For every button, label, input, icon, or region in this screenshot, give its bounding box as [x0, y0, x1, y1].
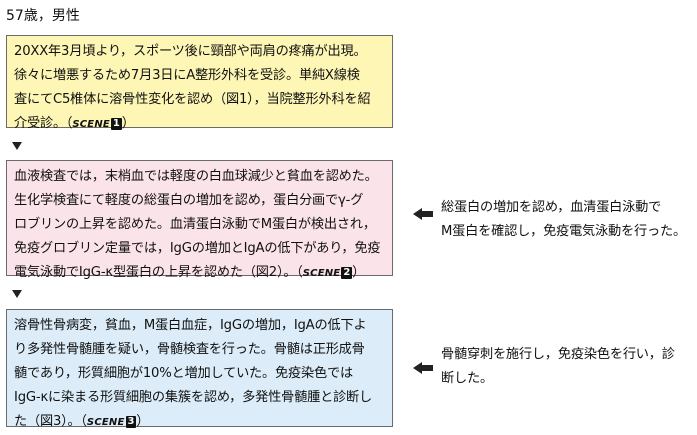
side-note-1: 総蛋白の増加を認め，血清蛋白泳動で M蛋白を確認し，免疫電気泳動を行った。 [441, 196, 693, 244]
box-line: 徐々に増悪するため7月3日にA整形外科を受診。単純X線検 [14, 68, 360, 83]
box-line: 20XX年3月頃より，スポーツ後に頸部や両肩の疼痛が出現。 [14, 44, 367, 59]
box-line-text: 電気泳動でIgG-κ型蛋白の上昇を認めた（図2）。（ [14, 265, 303, 280]
left-arrow-icon [413, 362, 433, 374]
note-line: 総蛋白の増加を認め，血清蛋白泳動で [441, 200, 662, 215]
case-box-3: 溶骨性骨病変，貧血，M蛋白血症，IgGの増加，IgAの低下よ り多発性骨髄腫を疑… [6, 309, 393, 429]
box-line: IgG-κに染まる形質細胞の集簇を認め，多発性骨髄腫と診断し [14, 390, 373, 405]
scene-label: SCENE [86, 417, 125, 428]
note-line: 断した。 [441, 371, 493, 386]
box-line: 溶骨性骨病変，貧血，M蛋白血症，IgGの増加，IgAの低下よ [14, 318, 367, 333]
scene-label: SCENE [302, 268, 341, 279]
box-line: 査にてC5椎体に溶骨性変化を認め（図1），当院整形外科を紹 [14, 92, 371, 107]
box-line-text: 介受診。（ [14, 116, 73, 131]
patient-header: 57歳，男性 [6, 8, 80, 24]
box-line-text: た（図3）。（ [14, 414, 87, 429]
scene-number: 2 [341, 267, 353, 279]
scene-number: 3 [125, 416, 137, 428]
down-arrow-icon [12, 290, 22, 298]
down-arrow-icon [12, 142, 22, 150]
box-line: 髄であり，形質細胞が10%と増加していた。免疫染色では [14, 366, 353, 381]
scene-label: SCENE [72, 119, 110, 130]
box-line: ロブリンの上昇を認めた。血清蛋白泳動でM蛋白が検出され， [14, 217, 376, 232]
box-line: 血液検査では，末梢血では軽度の白血球減少と貧血を認めた。 [14, 169, 378, 184]
left-arrow-icon [413, 208, 433, 220]
side-note-2: 骨髄穿刺を施行し，免疫染色を行い，診 断した。 [441, 343, 693, 391]
case-box-1: 20XX年3月頃より，スポーツ後に頸部や両肩の疼痛が出現。 徐々に増悪するため7… [6, 35, 393, 131]
box-line: 免疫グロブリン定量では，IgGの増加とIgAの低下があり，免疫 [14, 241, 381, 256]
box-line-tail: ） [121, 116, 135, 131]
case-box-2: 血液検査では，末梢血では軽度の白血球減少と貧血を認めた。 生化学検査にて軽度の総… [6, 160, 393, 280]
box-line-tail: ） [352, 265, 366, 280]
box-line: 生化学検査にて軽度の総蛋白の増加を認め，蛋白分画でγ-グ [14, 193, 364, 208]
note-line: M蛋白を確認し，免疫電気泳動を行った。 [441, 224, 686, 239]
scene-number: 1 [110, 118, 122, 130]
box-line-tail: ） [136, 414, 150, 429]
box-line: り多発性骨髄腫を疑い，骨髄検査を行った。骨髄は正形成骨 [14, 342, 365, 357]
note-line: 骨髄穿刺を施行し，免疫染色を行い，診 [441, 347, 675, 362]
